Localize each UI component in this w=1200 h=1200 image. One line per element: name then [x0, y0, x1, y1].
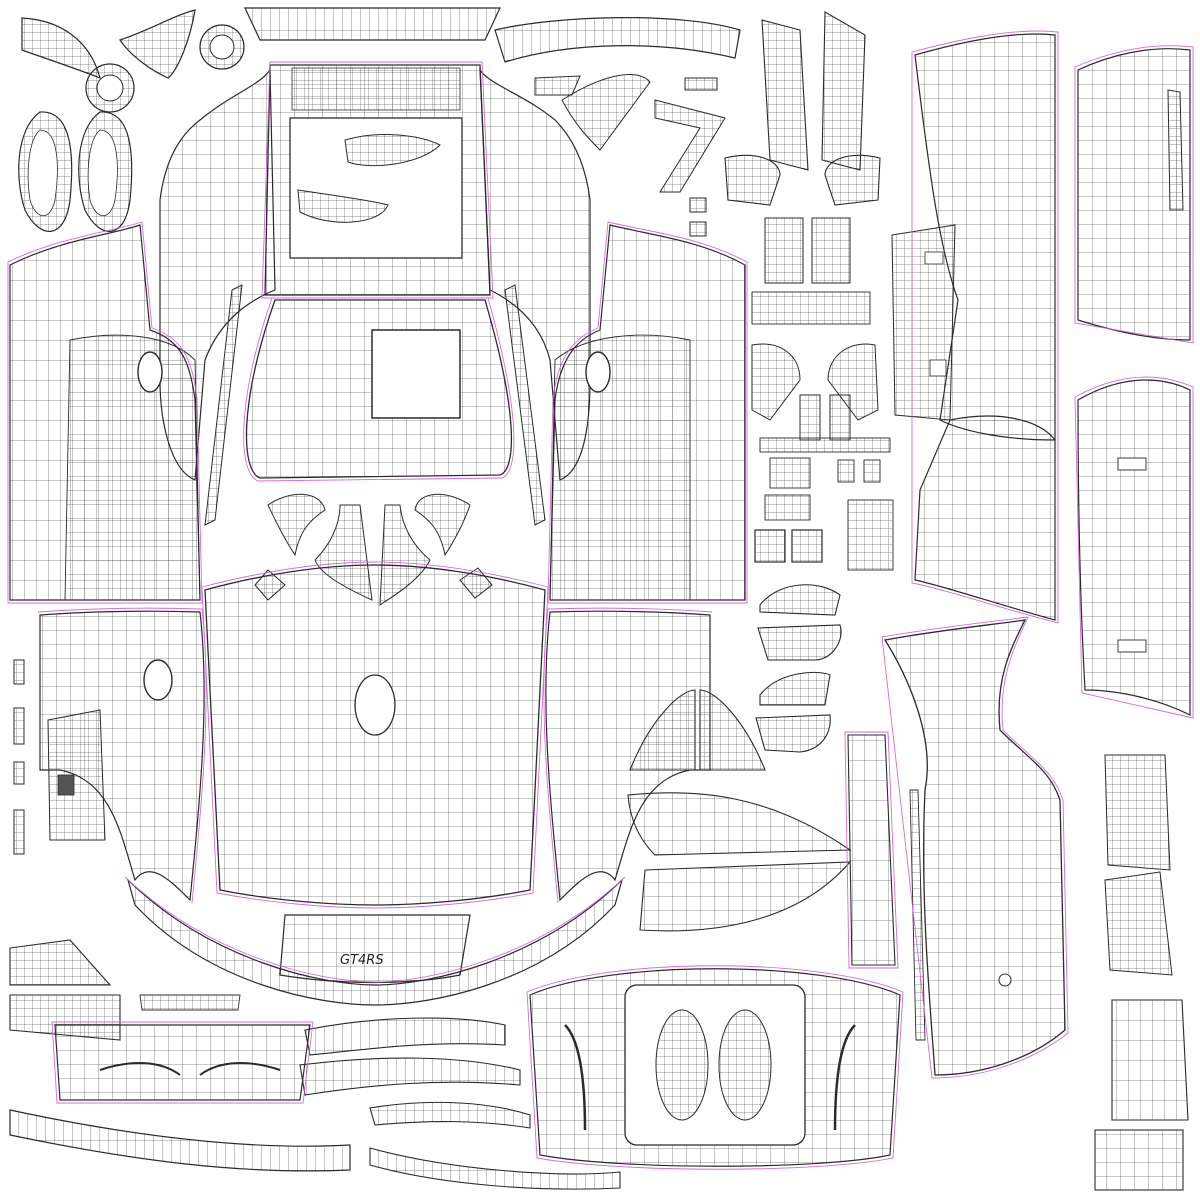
uv-island-side-skirt-c — [369, 1101, 531, 1129]
uv-island-sill-lower — [639, 861, 852, 932]
uv-island-door-left — [9, 224, 201, 601]
uv-seam-overlay — [7, 30, 1194, 1170]
uv-island-hood — [204, 564, 546, 906]
uv-island-bottom-long-strip — [9, 1109, 351, 1172]
uv-island-tab-1 — [13, 659, 25, 685]
uv-island-pillar-right — [821, 11, 866, 171]
uv-island-lens-3 — [759, 671, 831, 706]
uv-islands: GT4RS — [9, 7, 1191, 1191]
uv-island-ring-small — [85, 63, 135, 113]
uv-island-side-skirt-a — [304, 1017, 506, 1056]
uv-island-quarter-window-b — [561, 74, 651, 151]
uv-island-square-plate — [1094, 1129, 1184, 1191]
uv-island-rocker-slim-b — [909, 789, 926, 1041]
uv-island-intake-left — [267, 493, 326, 557]
uv-island-side-fin-a — [1104, 754, 1171, 871]
uv-island-lens-2 — [757, 624, 842, 661]
uv-island-intake-right — [414, 493, 471, 557]
uv-island-spoiler-top — [494, 17, 741, 63]
uv-island-rear-wing-large — [1077, 379, 1191, 716]
uv-island-tab-4 — [13, 809, 25, 855]
uv-island-bracket-center — [891, 224, 956, 421]
uv-island-wing-right — [119, 9, 196, 79]
uv-island-door-right — [549, 224, 746, 601]
uv-island-headlight-right — [78, 111, 133, 232]
uv-island-badge-plate: GT4RS — [279, 914, 471, 984]
uv-island-roof-frame — [264, 64, 491, 296]
uv-island-sliver-left — [204, 284, 243, 526]
uv-island-top-strip — [244, 7, 501, 41]
uv-island-intake-duct-right — [699, 689, 766, 771]
uv-island-tab-3 — [13, 761, 25, 785]
uv-island-headlight-left — [18, 111, 73, 232]
uv-island-ring-large — [199, 24, 245, 70]
uv-island-sliver-right — [504, 284, 546, 526]
uv-island-pillar-left — [761, 19, 809, 171]
uv-island-tag-a — [684, 77, 718, 91]
uv-island-fender-left — [39, 610, 205, 902]
uv-island-vent-stack — [751, 217, 891, 453]
uv-island-rear-diffuser — [54, 1024, 311, 1101]
uv-island-side-fin-b — [1104, 871, 1173, 976]
uv-island-side-skirt-b — [299, 1057, 521, 1096]
uv-island-mirror-left — [724, 154, 781, 206]
uv-island-quarter-panel-lower — [914, 415, 1056, 621]
uv-island-sill-upper — [627, 792, 852, 856]
uv-island-side-skirt-d — [369, 1147, 621, 1190]
uv-island-tab-2 — [13, 707, 25, 745]
uv-island-slats-small — [139, 994, 241, 1011]
uv-island-clip-b — [689, 221, 707, 237]
uv-island-small-blocks — [754, 457, 894, 571]
uv-island-clip-a — [689, 197, 707, 213]
uv-island-roof-panel — [245, 299, 513, 479]
uv-island-wing-left — [21, 17, 101, 79]
uv-island-vent-left — [47, 709, 106, 841]
uv-island-window-trim — [654, 99, 726, 193]
uv-island-quarter-window-a — [534, 75, 581, 96]
uv-island-rocker-panel — [883, 619, 1066, 1076]
uv-island-brake-duct-a — [9, 939, 112, 986]
uv-island-rear-bumper — [529, 968, 901, 1167]
uv-island-intake-duct-left — [629, 689, 696, 771]
uv-island-lens-1 — [759, 584, 841, 616]
uv-island-rear-arch-strip — [1077, 48, 1191, 341]
uv-island-rocker-slim-a — [847, 734, 896, 966]
uv-island-rear-trim-thin — [1167, 89, 1184, 211]
uv-island-trapezoid-plate — [1111, 999, 1189, 1121]
badge-text: GT4RS — [340, 953, 384, 968]
uv-island-lens-4 — [755, 714, 831, 753]
